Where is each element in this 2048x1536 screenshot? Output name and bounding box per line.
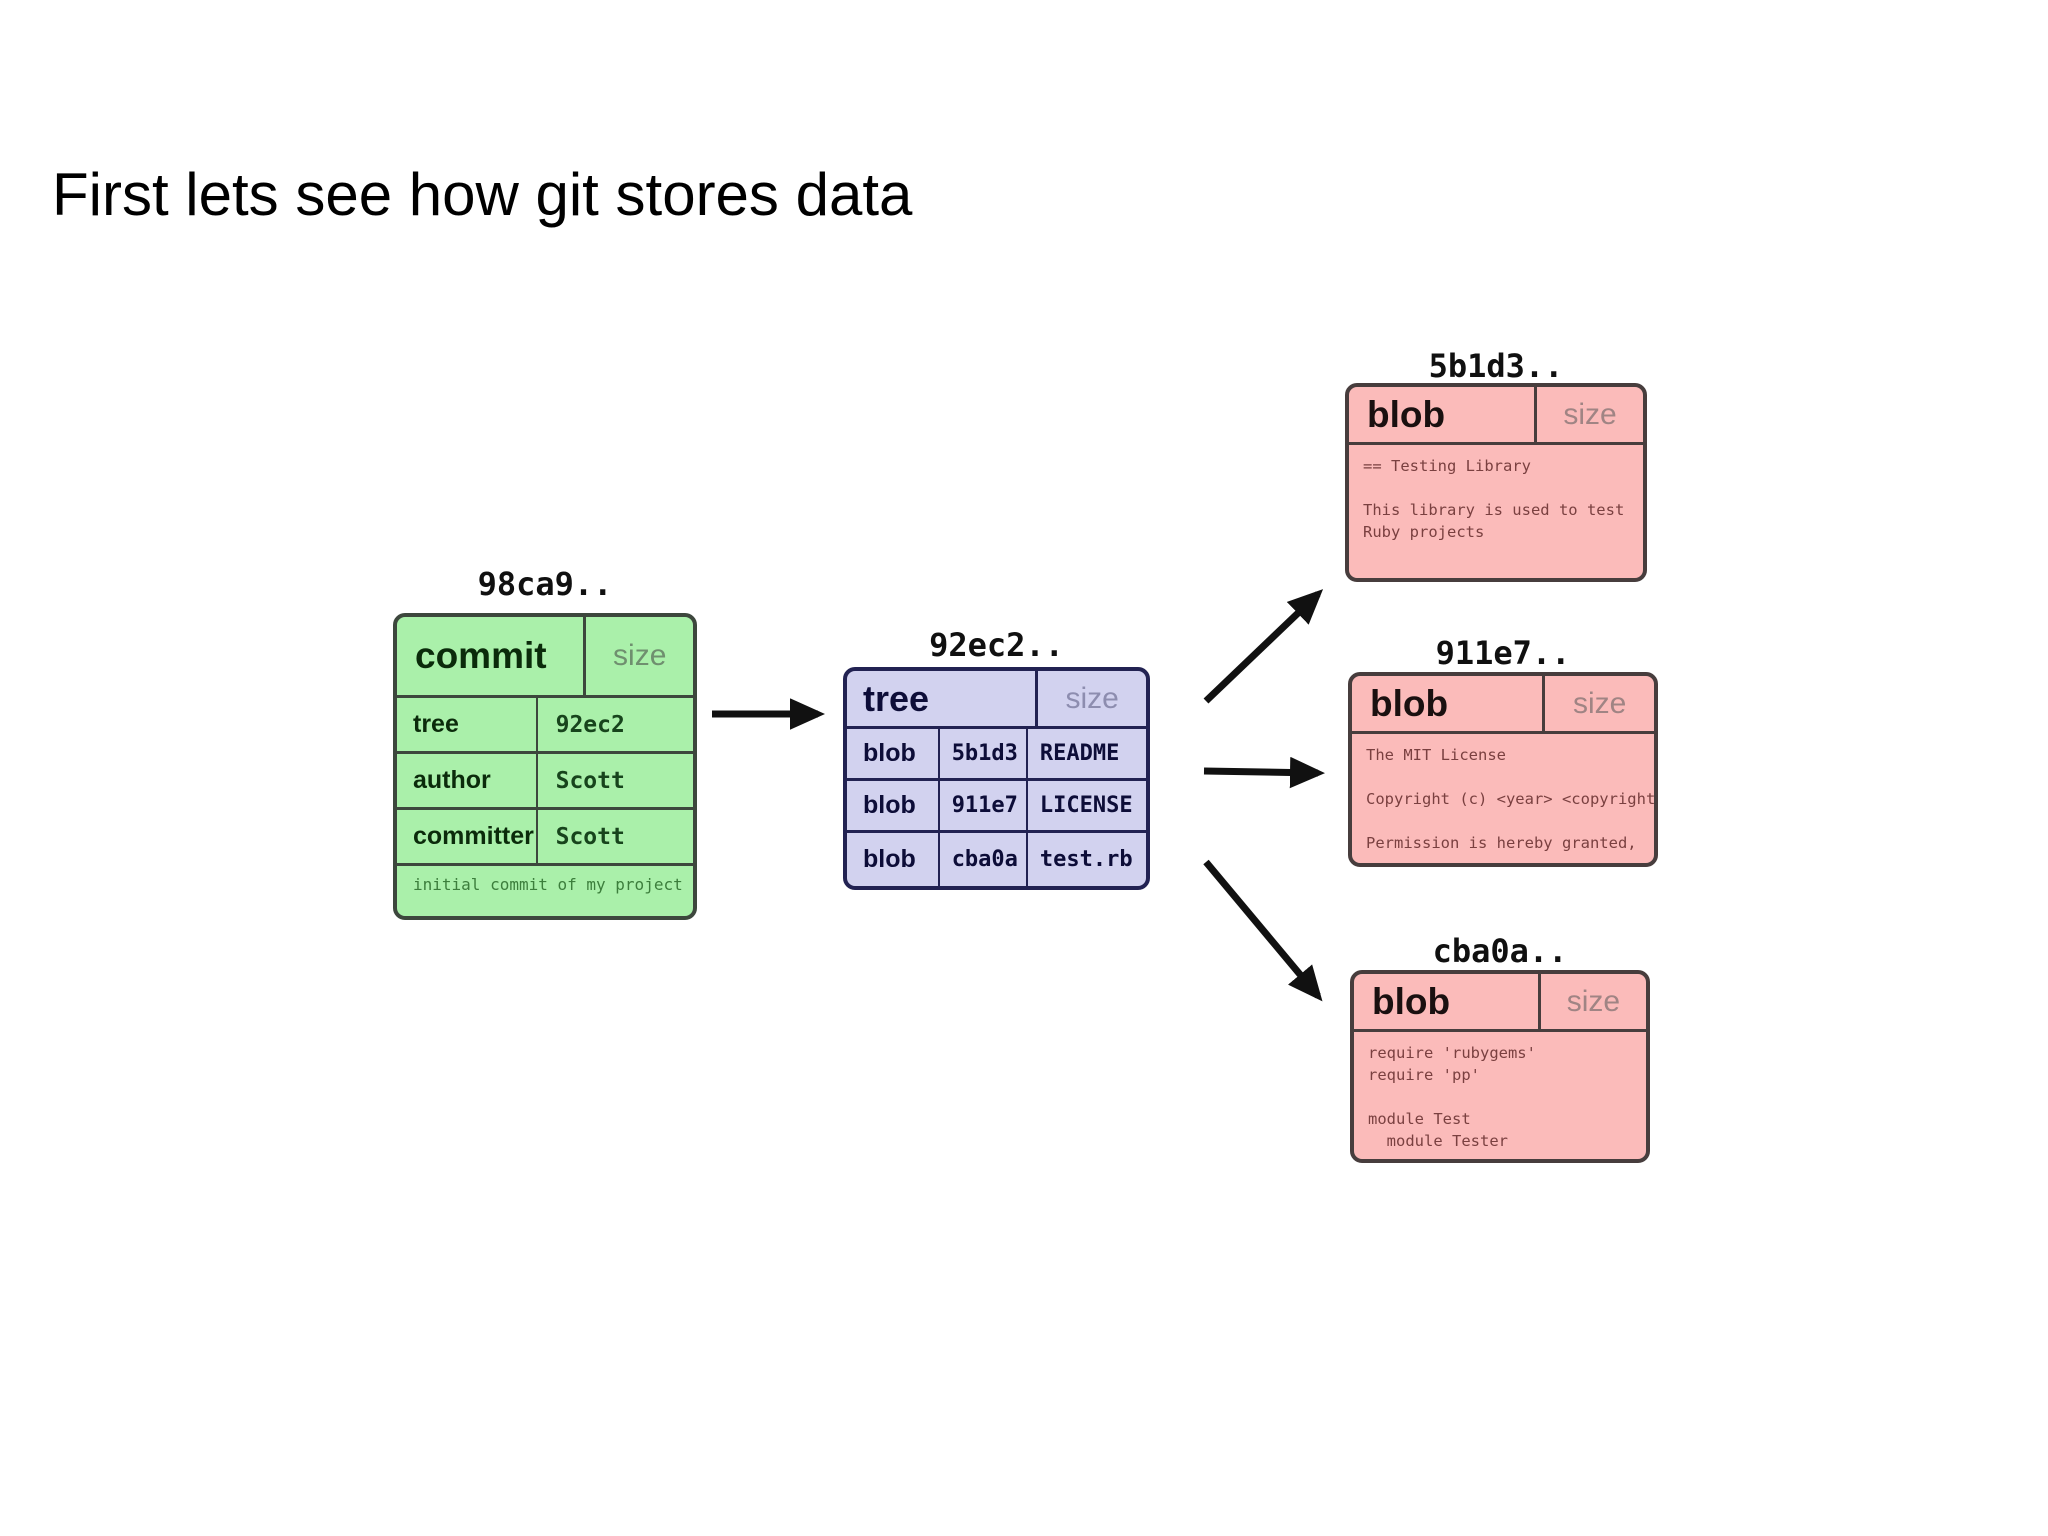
tree-object-box: tree size blob 5b1d3 README blob 911e7 L…	[843, 667, 1150, 890]
tree-entry-type: blob	[847, 781, 940, 830]
blob-content-line: Copyright (c) <year> <copyright	[1366, 790, 1654, 808]
blob-type-label: blob	[1354, 974, 1541, 1029]
commit-row-label: author	[397, 754, 538, 807]
commit-type-label: commit	[397, 617, 587, 695]
commit-row-value: Scott	[555, 767, 625, 794]
blob-header: blob size	[1354, 974, 1646, 1032]
tree-entry-type: blob	[847, 729, 940, 778]
commit-row-value: 92ec2	[555, 711, 625, 738]
tree-entry-hash: cba0a	[940, 833, 1028, 886]
blob-content-line: Ruby projects	[1363, 523, 1485, 541]
blob-content-line: module Test	[1368, 1110, 1471, 1128]
blob-cba0a-object-box: blob size require 'rubygems' require 'pp…	[1350, 970, 1650, 1163]
commit-row-tree: tree 92ec2	[397, 698, 693, 754]
blob-header: blob size	[1352, 676, 1654, 734]
commit-message: initial commit of my project	[413, 875, 683, 894]
blob-5b1d3-object-box: blob size == Testing Library This librar…	[1345, 383, 1647, 582]
blob-content-line: require 'pp'	[1368, 1066, 1480, 1084]
blob-911e7-object-box: blob size The MIT License Copyright (c) …	[1348, 672, 1658, 867]
tree-entry-name: test.rb	[1039, 847, 1133, 872]
blob-content-line: require 'rubygems'	[1368, 1044, 1536, 1062]
commit-row-label: committer	[397, 810, 538, 863]
blob-content-line	[1366, 766, 1642, 788]
commit-object-box: commit size tree 92ec2 author Scott comm…	[393, 613, 697, 920]
commit-row-label: tree	[397, 698, 538, 751]
tree-entry-name: README	[1039, 741, 1120, 766]
blob-type-label: blob	[1349, 387, 1538, 442]
blob-content-line	[1366, 810, 1642, 832]
tree-type-label: tree	[847, 671, 1039, 726]
arrow-tree-to-blob-cba0a	[1203, 859, 1323, 1002]
blob-content-line: This library is used to test	[1363, 501, 1625, 519]
arrow-tree-to-blob-5b1d3	[1203, 589, 1324, 704]
blob-content: The MIT License Copyright (c) <year> <co…	[1352, 734, 1654, 863]
slide-title: First lets see how git stores data	[52, 161, 913, 228]
blob-size-label: size	[1572, 686, 1627, 720]
blob-content-line: == Testing Library	[1363, 457, 1531, 475]
tree-size-label: size	[1065, 681, 1119, 715]
commit-hash-label: 98ca9..	[477, 565, 613, 603]
commit-row-value: Scott	[555, 823, 625, 850]
blob-content-line: module Tester	[1368, 1132, 1508, 1150]
tree-entry-hash: 911e7	[940, 781, 1028, 830]
tree-hash-label: 92ec2..	[929, 626, 1064, 664]
commit-row-committer: committer Scott	[397, 810, 693, 866]
blob-size-label: size	[1566, 984, 1621, 1018]
tree-header: tree size	[847, 671, 1146, 729]
commit-header: commit size	[397, 617, 693, 698]
tree-entry-license: blob 911e7 LICENSE	[847, 781, 1146, 833]
blob-content: == Testing Library This library is used …	[1349, 445, 1643, 578]
tree-entry-readme: blob 5b1d3 README	[847, 729, 1146, 781]
blob-cba0a-hash-label: cba0a..	[1432, 932, 1568, 970]
tree-entry-testrb: blob cba0a test.rb	[847, 833, 1146, 886]
tree-entry-type: blob	[847, 833, 940, 886]
blob-header: blob size	[1349, 387, 1643, 445]
commit-size-label: size	[613, 639, 667, 672]
blob-content-line: The MIT License	[1366, 746, 1506, 764]
blob-content-line	[1363, 477, 1631, 499]
commit-row-author: author Scott	[397, 754, 693, 810]
blob-content-line	[1368, 1086, 1634, 1108]
blob-content-line: Permission is hereby granted,	[1366, 834, 1637, 852]
tree-entry-hash: 5b1d3	[940, 729, 1028, 778]
blob-content: require 'rubygems' require 'pp' module T…	[1354, 1032, 1646, 1159]
arrow-tree-to-blob-911e7	[1203, 756, 1325, 789]
blob-type-label: blob	[1352, 676, 1546, 731]
blob-911e7-hash-label: 911e7..	[1435, 634, 1571, 672]
blob-size-label: size	[1563, 397, 1617, 431]
blob-5b1d3-hash-label: 5b1d3..	[1428, 347, 1564, 385]
tree-entry-name: LICENSE	[1039, 793, 1133, 818]
